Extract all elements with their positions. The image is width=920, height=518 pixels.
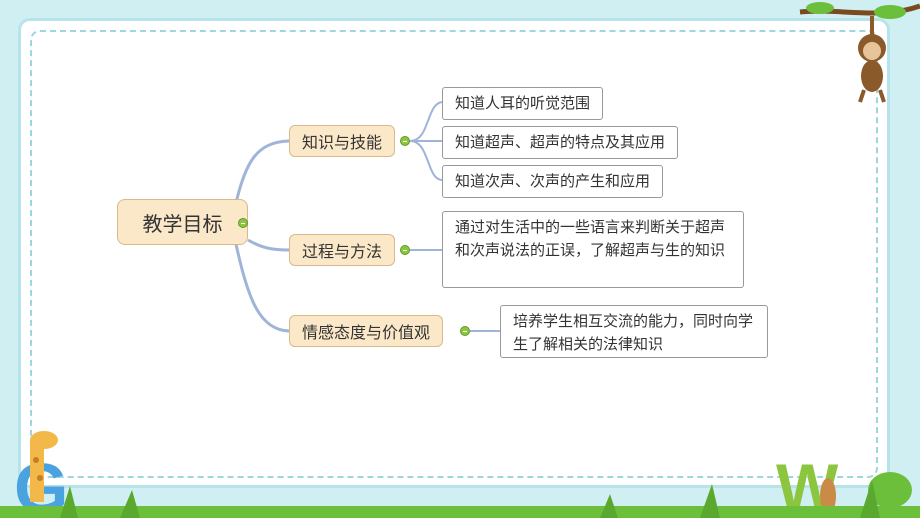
- leaf-node[interactable]: 培养学生相互交流的能力，同时向学生了解相关的法律知识: [500, 305, 768, 358]
- collapse-icon[interactable]: [400, 136, 410, 146]
- leaf-node[interactable]: 通过对生活中的一些语言来判断关于超声和次声说法的正误，了解超声与生的知识: [442, 211, 744, 288]
- leaf-node[interactable]: 知道人耳的听觉范围: [442, 87, 604, 120]
- collapse-icon[interactable]: [238, 218, 248, 228]
- collapse-icon[interactable]: [460, 326, 470, 336]
- branch-attitude-values[interactable]: 情感态度与价值观: [289, 315, 444, 347]
- dashed-border: [30, 30, 878, 478]
- grass-icon: [0, 480, 920, 518]
- branch-process-method[interactable]: 过程与方法: [289, 234, 396, 266]
- branch-knowledge-skills[interactable]: 知识与技能: [289, 125, 396, 157]
- leaf-node[interactable]: 知道超声、超声的特点及其应用: [442, 126, 679, 159]
- collapse-icon[interactable]: [400, 245, 410, 255]
- leaf-node[interactable]: 知道次声、次声的产生和应用: [442, 165, 664, 198]
- monkey-icon: [799, 2, 920, 103]
- root-node[interactable]: 教学目标: [117, 199, 248, 245]
